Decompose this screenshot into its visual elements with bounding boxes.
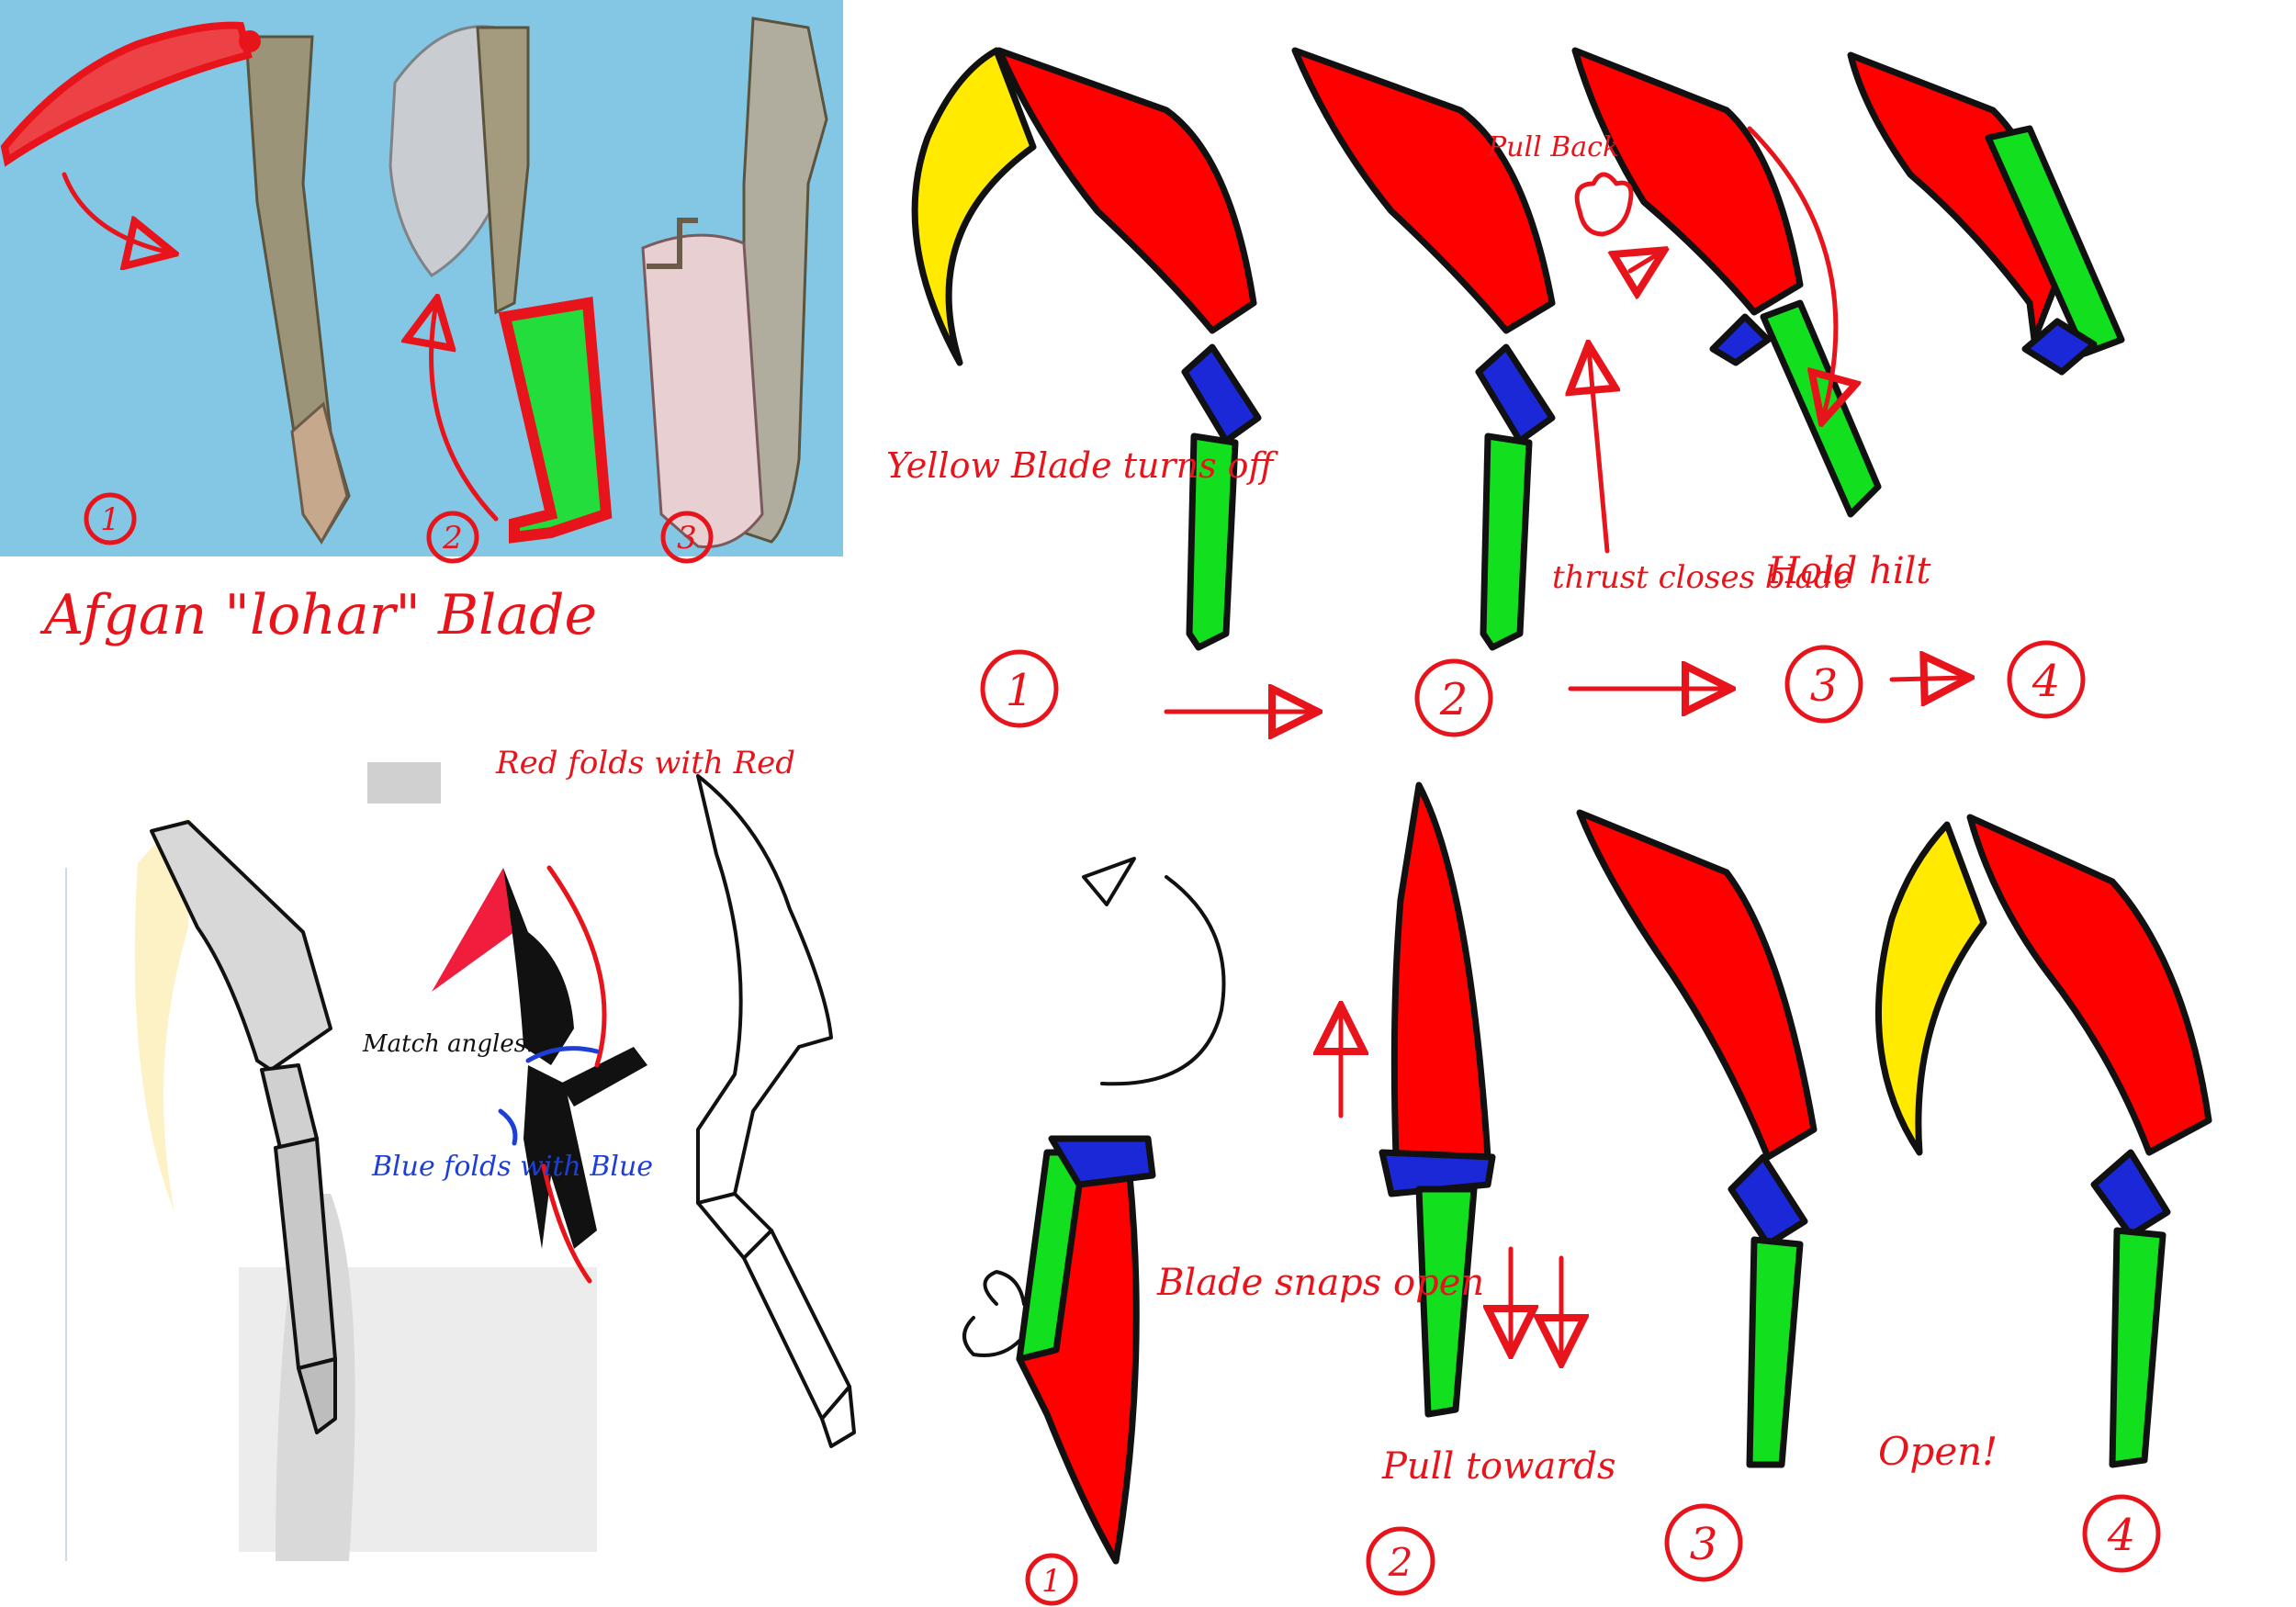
reference-photo-panel: 1 2 3 bbox=[0, 0, 843, 564]
svg-text:3: 3 bbox=[1690, 1519, 1718, 1570]
bottom-step-3-blade bbox=[1576, 809, 1818, 1468]
top-step-1-blade bbox=[911, 47, 1262, 651]
svg-text:1: 1 bbox=[1041, 1563, 1062, 1600]
reference-title: Afgan "lohar" Blade bbox=[39, 583, 597, 647]
svg-text:3: 3 bbox=[677, 520, 697, 556]
top-sequence: 1 2 3 4 Yellow Blade turns off Pull Back… bbox=[886, 47, 2125, 737]
top-step-3-blade bbox=[1571, 47, 1882, 518]
bottom-step-1-blade bbox=[962, 1135, 1156, 1565]
bottom-step-label-4: 4 bbox=[2082, 1494, 2161, 1573]
rotation-arrowhead bbox=[1082, 857, 1136, 906]
black-blade-sketch bbox=[432, 865, 647, 1284]
top-arrow-3-4 bbox=[1889, 678, 1965, 680]
top-step-label-2: 2 bbox=[1414, 658, 1493, 737]
bottom-step-4-blade bbox=[1874, 814, 2212, 1468]
bottom-step-label-1: 1 bbox=[1025, 1553, 1078, 1606]
top-step-label-4: 4 bbox=[2007, 640, 2086, 719]
bottom-step-label-3: 3 bbox=[1664, 1503, 1743, 1582]
bottom-step-2-blade bbox=[1341, 781, 1561, 1418]
top-step-4-blade bbox=[1847, 51, 2125, 376]
photo-knife-1 bbox=[0, 21, 351, 545]
note-snaps-open: Blade snaps open bbox=[1156, 1262, 1484, 1304]
note-yellow-blade-text: Yellow Blade turns off bbox=[886, 445, 1279, 486]
hand-icon bbox=[1574, 172, 1660, 271]
sketch-grey-block bbox=[367, 762, 441, 804]
note-hold-hilt: Hold hilt bbox=[1767, 550, 1931, 592]
svg-text:3: 3 bbox=[1810, 660, 1839, 712]
svg-text:2: 2 bbox=[1388, 1540, 1413, 1585]
note-open: Open! bbox=[1878, 1429, 1998, 1474]
note-pull-back: Pull Back bbox=[1487, 131, 1619, 163]
rotation-arc bbox=[1100, 875, 1226, 1086]
svg-text:4: 4 bbox=[2032, 656, 2061, 707]
note-match-angles: Match angles!! bbox=[362, 1030, 546, 1058]
note-blue-folds: Blue folds with Blue bbox=[371, 1151, 653, 1183]
note-red-folds: Red folds with Red bbox=[495, 745, 795, 781]
photo-knife-3 bbox=[641, 17, 828, 549]
svg-text:1: 1 bbox=[100, 501, 120, 538]
thrust-arrow bbox=[1589, 349, 1607, 554]
bottom-sequence: 1 2 3 4 Blade snaps open Pull towards Op… bbox=[962, 781, 2212, 1606]
svg-text:1: 1 bbox=[1006, 665, 1034, 716]
bottom-step-label-2: 2 bbox=[1366, 1526, 1435, 1596]
top-step-2-blade bbox=[1291, 47, 1556, 651]
note-yellow-blade: Yellow Blade turns off bbox=[886, 445, 1279, 486]
photo-step-label-3: 3 bbox=[660, 511, 714, 564]
svg-text:4: 4 bbox=[2107, 1510, 2136, 1561]
fold-sketch: Red folds with Red Match angles!! Blue f… bbox=[65, 745, 856, 1561]
note-thrust: thrust closes blade bbox=[1552, 559, 1852, 596]
grey-blade-sketch bbox=[134, 817, 337, 1434]
photo-knife-2 bbox=[388, 25, 613, 544]
top-step-label-1: 1 bbox=[980, 649, 1059, 728]
photo-step-label-1: 1 bbox=[84, 492, 137, 545]
top-step-label-3: 3 bbox=[1784, 645, 1863, 724]
note-pull-towards: Pull towards bbox=[1381, 1445, 1615, 1488]
svg-text:2: 2 bbox=[1439, 674, 1469, 725]
outline-blade-sketch bbox=[696, 774, 856, 1448]
photo-step-label-2: 2 bbox=[426, 511, 479, 564]
svg-text:2: 2 bbox=[442, 520, 463, 556]
